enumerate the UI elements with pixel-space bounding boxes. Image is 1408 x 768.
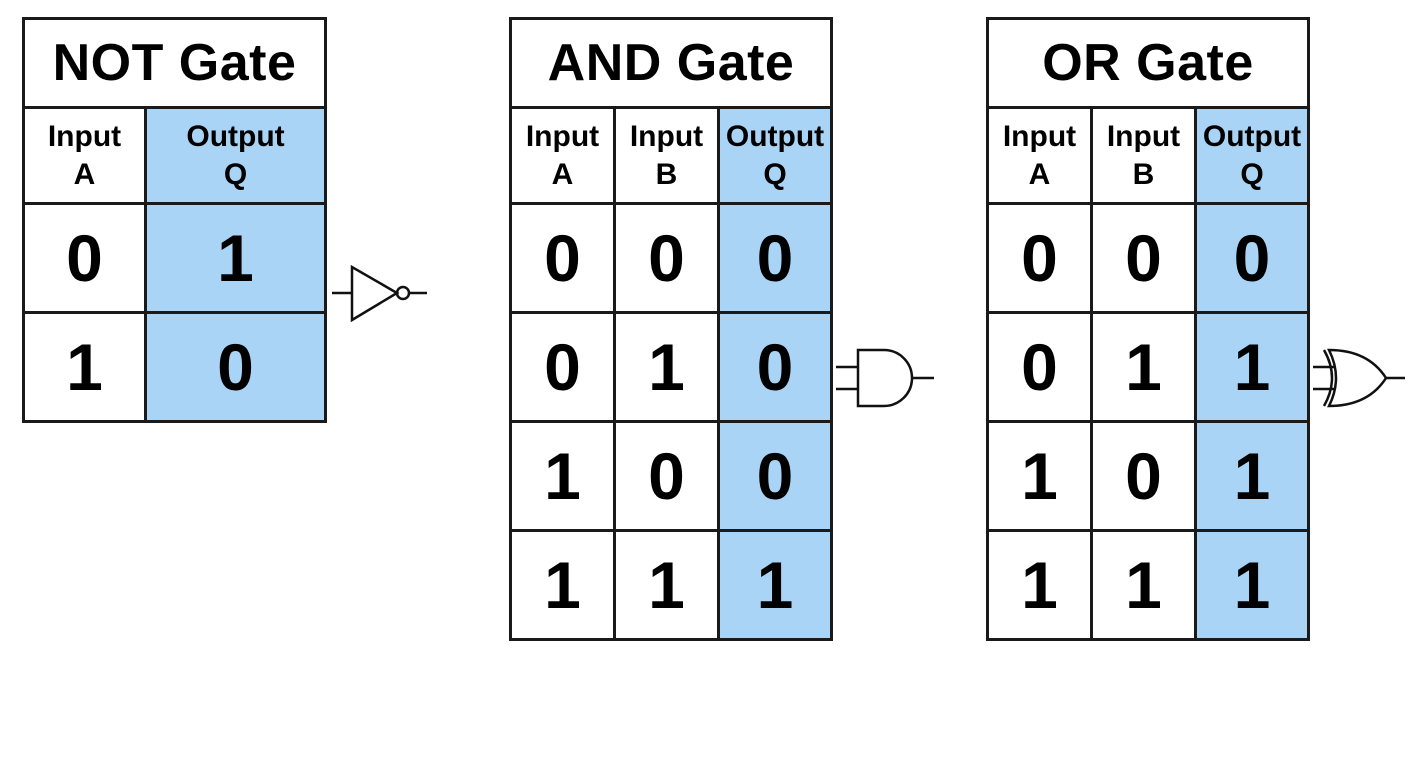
cell-input-b: 0: [613, 202, 720, 314]
cell-output-q: 1: [1193, 420, 1311, 532]
table-row: 1 0: [22, 311, 328, 423]
table-title: NOT Gate: [21, 17, 328, 109]
cell-input-b: 1: [1090, 529, 1197, 641]
cell-input-b: 0: [1090, 202, 1197, 314]
cell-input-a: 0: [986, 311, 1093, 423]
cell-output-q: 1: [1193, 529, 1311, 641]
table-title: OR Gate: [985, 17, 1311, 109]
cell-output-q: 1: [1193, 311, 1311, 423]
table-row: 0 0 0: [986, 202, 1311, 314]
table-row: 0 1: [22, 202, 328, 314]
table-row: 1 0 0: [509, 420, 834, 532]
or-gate-icon: [1313, 348, 1405, 408]
cell-input-b: 1: [613, 311, 720, 423]
table-row: 1 1 1: [509, 529, 834, 641]
cell-input-a: 0: [509, 311, 616, 423]
table-row: 1 0 1: [986, 420, 1311, 532]
cell-input-b: 1: [1090, 311, 1197, 423]
cell-input-b: 0: [1090, 420, 1197, 532]
cell-output-q: 1: [716, 529, 834, 641]
cell-input-a: 1: [986, 529, 1093, 641]
cell-output-q: 1: [143, 202, 328, 314]
table-row: 0 1 0: [509, 311, 834, 423]
cell-input-a: 1: [509, 420, 616, 532]
cell-output-q: 0: [716, 202, 834, 314]
and-gate-icon: [836, 348, 934, 408]
cell-input-b: 0: [613, 420, 720, 532]
cell-input-a: 0: [22, 202, 147, 314]
cell-output-q: 0: [716, 311, 834, 423]
table-row: 0 0 0: [509, 202, 834, 314]
table-row: 1 1 1: [986, 529, 1311, 641]
cell-output-q: 0: [143, 311, 328, 423]
cell-input-a: 1: [986, 420, 1093, 532]
cell-input-a: 1: [22, 311, 147, 423]
cell-input-a: 1: [509, 529, 616, 641]
table-title: AND Gate: [508, 17, 834, 109]
cell-input-a: 0: [986, 202, 1093, 314]
cell-output-q: 0: [1193, 202, 1311, 314]
cell-output-q: 0: [716, 420, 834, 532]
cell-input-b: 1: [613, 529, 720, 641]
cell-input-a: 0: [509, 202, 616, 314]
not-gate-icon: [332, 264, 427, 323]
table-row: 0 1 1: [986, 311, 1311, 423]
